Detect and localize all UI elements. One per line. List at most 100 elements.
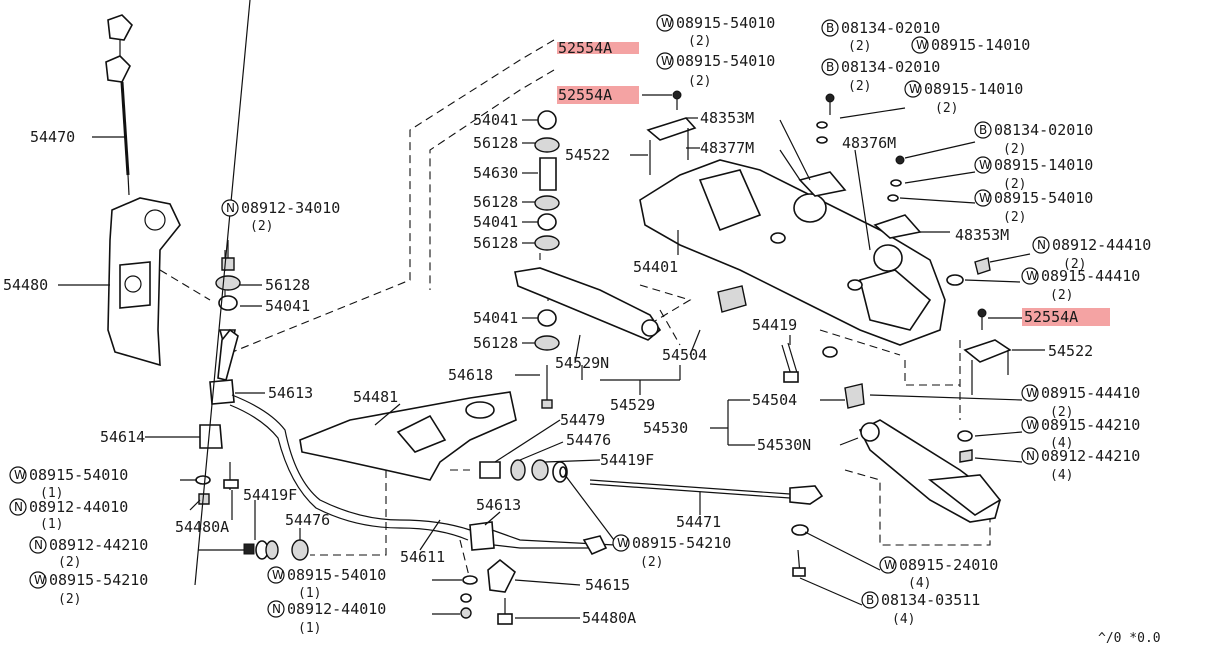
callout-prefix: N (14, 500, 23, 514)
link-54529 (514, 267, 747, 341)
callout-number: 08912-44210 (1041, 447, 1140, 465)
callout-qty: (2) (640, 555, 663, 570)
label-54611: 54611 (400, 548, 445, 566)
label-54618: 54618 (448, 366, 493, 384)
callout-circle-icon (861, 591, 879, 609)
label-54419f-b: 54419F (243, 486, 297, 504)
callout-qty: (1) (40, 486, 63, 501)
label-48376m: 48376M (842, 134, 896, 152)
callout-qty: (1) (298, 586, 321, 601)
part-labels: 54470 54480 56128 54041 54613 54614 5448… (3, 39, 1110, 627)
callout-prefix: W (1026, 269, 1038, 283)
label-54522-b: 54522 (1048, 342, 1093, 360)
label-54530: 54530 (643, 419, 688, 437)
label-48353m-a: 48353M (700, 109, 754, 127)
callout-number: 08915-24010 (899, 556, 998, 574)
fasteners-left (195, 462, 309, 561)
label-54479: 54479 (560, 411, 605, 429)
callout-prefix: N (272, 602, 281, 616)
label-54419f-a: 54419F (600, 451, 654, 469)
callout-circle-icon (821, 58, 839, 76)
fasteners-lower-right (791, 524, 809, 577)
callout-qty: (2) (250, 219, 273, 234)
callout-prefix: W (1026, 386, 1038, 400)
callout-qty: (2) (935, 101, 958, 116)
label-54480a-b: 54480A (582, 609, 636, 627)
callout-circle-icon (974, 189, 992, 207)
callout-prefix: W (979, 191, 991, 205)
label-56128-c: 56128 (473, 193, 518, 211)
label-54613-a: 54613 (268, 384, 313, 402)
highlight-52554a-2 (557, 86, 639, 104)
callout-qty: (1) (40, 517, 63, 532)
label-54614: 54614 (100, 428, 145, 446)
label-54480a-a: 54480A (175, 518, 229, 536)
label-48377m: 48377M (700, 139, 754, 157)
callout-number: 08915-14010 (994, 156, 1093, 174)
label-54041-b: 54041 (473, 111, 518, 129)
callout-prefix: N (226, 201, 235, 215)
label-54480: 54480 (3, 276, 48, 294)
label-52554a-right: 52554A (1024, 308, 1078, 326)
leader-lines (58, 0, 1045, 619)
callout-number: 08915-54010 (994, 189, 1093, 207)
label-54529: 54529 (610, 396, 655, 414)
label-56128-b: 56128 (473, 134, 518, 152)
label-54471: 54471 (676, 513, 721, 531)
callout-qty: (2) (1003, 210, 1026, 225)
callout-number: 08134-02010 (841, 58, 940, 76)
callout-number: 08134-03511 (881, 591, 980, 609)
callout-number: 08912-44210 (49, 536, 148, 554)
highlight-52554a-right (1022, 308, 1110, 326)
callout-prefix: B (866, 593, 874, 607)
callout-number: 08915-44410 (1041, 384, 1140, 402)
callout-qty: (2) (1050, 288, 1073, 303)
callout-number: 08915-54010 (676, 52, 775, 70)
callout-prefix: W (884, 558, 896, 572)
label-54615: 54615 (585, 576, 630, 594)
label-52554a-top: 52554A (558, 39, 612, 57)
callout-circle-icon (9, 498, 27, 516)
callout-prefix: W (617, 536, 629, 550)
label-54419: 54419 (752, 316, 797, 334)
callout-circle-icon (1032, 236, 1050, 254)
bracket-54480 (107, 197, 181, 367)
callout-number: 08915-14010 (924, 80, 1023, 98)
callout-number: 08915-44210 (1041, 416, 1140, 434)
callout-prefix: N (34, 538, 43, 552)
callout-qty: (4) (1050, 468, 1073, 483)
dashed-guides (159, 39, 991, 581)
callout-circle-icon (1021, 416, 1039, 434)
callout-number: 08915-54210 (49, 571, 148, 589)
callout-circle-icon (29, 536, 47, 554)
callout-number: 08915-54010 (29, 466, 128, 484)
callout-qty: (2) (848, 79, 871, 94)
callout-circle-icon (267, 566, 285, 584)
callout-circle-icon (1021, 267, 1039, 285)
label-54613-b: 54613 (476, 496, 521, 514)
label-56128-e: 56128 (473, 334, 518, 352)
callout-number: 08912-44010 (287, 600, 386, 618)
label-54476-b: 54476 (285, 511, 330, 529)
callout-prefix: N (1037, 238, 1046, 252)
callout-number: 08915-54010 (287, 566, 386, 584)
label-56128-d: 56128 (473, 234, 518, 252)
fasteners-right (816, 93, 991, 330)
callout-circle-icon (29, 571, 47, 589)
callout-prefix: N (1026, 449, 1035, 463)
callout-prefix: B (826, 21, 834, 35)
callout-qty: (4) (1050, 436, 1073, 451)
callout-circle-icon (221, 199, 239, 217)
